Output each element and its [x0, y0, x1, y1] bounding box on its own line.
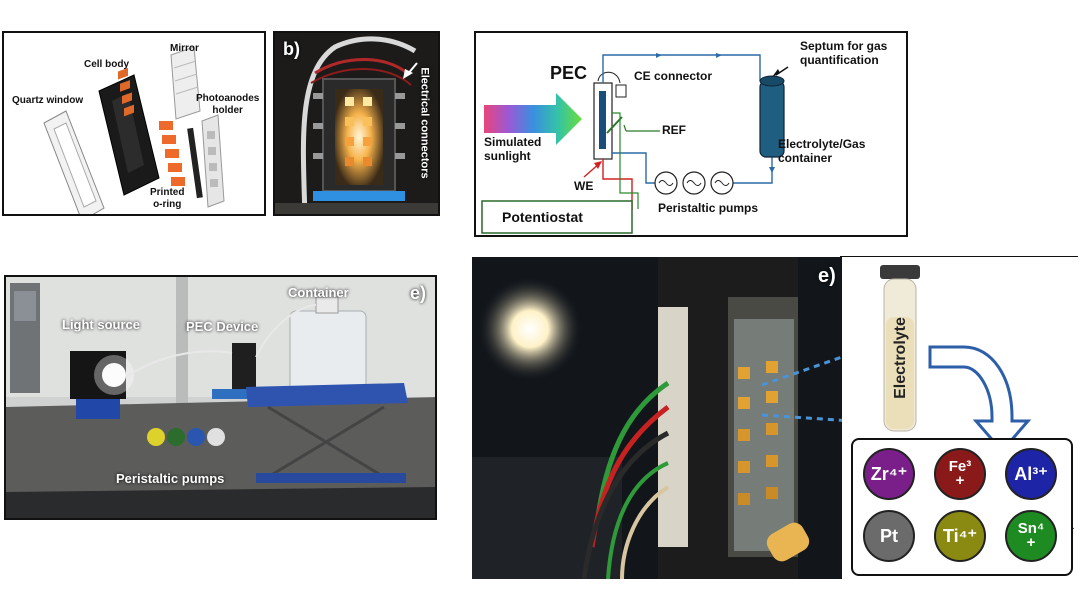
ion-sn: Sn⁴ +: [1005, 510, 1057, 562]
label-quartz-window: Quartz window: [12, 95, 84, 106]
closeup-photoanodes: [738, 361, 778, 505]
sunlight-arrow: [484, 93, 582, 145]
photoanodes-holder-drawing: [201, 114, 225, 208]
ion-zr: Zr⁴⁺: [863, 448, 915, 500]
exploded-cell-drawing: [43, 46, 225, 214]
panel-b-letter: b): [283, 39, 300, 59]
panel-b-lit-cell-photo: b) Electrical connectors: [273, 31, 440, 216]
ion-grid: Zr⁴⁺ Fe³ + Al³⁺ Pt Ti⁴⁺ Sn⁴ +: [851, 438, 1073, 576]
label-simulated-sunlight: Simulated sunlight: [484, 135, 542, 163]
panel-e-letter: e): [818, 265, 836, 287]
label-container: Container: [288, 285, 349, 300]
trailing-mark: .: [1072, 521, 1075, 532]
ion-ti: Ti⁴⁺: [934, 510, 986, 562]
lit-cell-photo-drawing: [275, 33, 438, 214]
printed-oring-drawing: [187, 127, 203, 199]
label-cell-body: Cell body: [84, 59, 130, 70]
mirror-drawing: [170, 46, 201, 120]
label-mirror: Mirror: [170, 43, 199, 54]
curved-arrow: [928, 345, 1032, 454]
lab-setup-photo-drawing: [6, 277, 435, 518]
label-pec: PEC: [550, 63, 588, 83]
label-peristaltic-pumps-photo: Peristaltic pumps: [116, 471, 225, 486]
panel-d-lab-setup-photo: e) Container Light source PEC Device Per…: [4, 275, 437, 520]
ion-al: Al³⁺: [1005, 448, 1057, 500]
label-printed-oring: Printed o-ring: [150, 187, 185, 210]
photoanodes-drawing: [159, 121, 185, 186]
cell-body-drawing: [98, 67, 160, 196]
label-ref: REF: [662, 123, 686, 137]
label-electrolyte-gas-container: Electrolyte/Gas container: [778, 137, 866, 165]
label-light-source: Light source: [62, 317, 141, 332]
panel-a-exploded-view: Quartz window Cell body Mirror Photoanod…: [2, 31, 266, 216]
label-peristaltic-pumps: Peristaltic pumps: [658, 201, 759, 215]
label-electrical-connectors: Electrical connectors: [418, 67, 431, 179]
ion-fe: Fe³ +: [934, 448, 986, 500]
ion-pt: Pt: [863, 510, 915, 562]
schematic-drawing: [481, 53, 789, 234]
label-septum: Septum for gas quantification: [800, 39, 888, 67]
panel-c-schematic: PEC CE connector Septum for gas quantifi…: [474, 31, 908, 237]
label-pec-device: PEC Device: [186, 319, 259, 334]
label-we: WE: [574, 179, 594, 193]
label-photoanodes-holder: Photoanodes holder: [196, 93, 260, 116]
quartz-window-drawing: [43, 110, 105, 214]
label-potentiostat: Potentiostat: [502, 209, 583, 225]
label-electrolyte: Electrolyte: [892, 317, 909, 399]
label-ce-connector: CE connector: [634, 69, 713, 83]
panel-d-letter: e): [410, 283, 427, 303]
